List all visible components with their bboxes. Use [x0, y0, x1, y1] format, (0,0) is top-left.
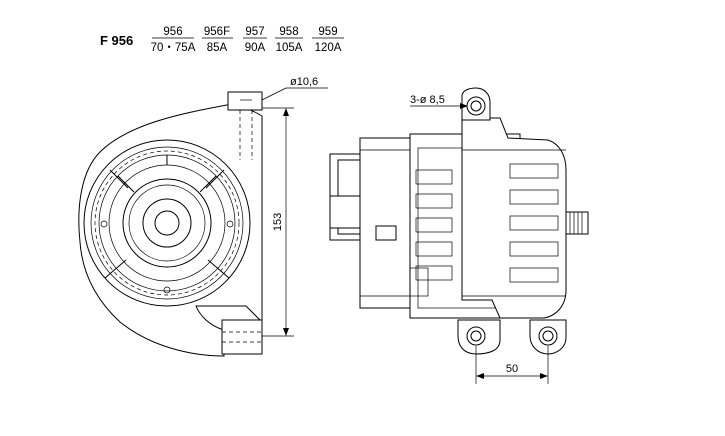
- variant-code: 959: [318, 26, 337, 38]
- dim-height-label: 153: [272, 213, 284, 231]
- dim-hole-top-label: ø10,6: [290, 76, 318, 88]
- variant-rating: 85A: [207, 42, 228, 54]
- variant-col: 956F 85A: [202, 26, 233, 54]
- dim-height: 153: [262, 107, 294, 337]
- variant-code: 956: [163, 26, 182, 38]
- dim-mount-holes: 3‑ø 8,5: [410, 94, 468, 109]
- variant-rating: 105A: [276, 42, 303, 54]
- side-view: [329, 87, 589, 355]
- variant-table: 956 70・75A 956F 85A 957 90A 958 105A 959…: [151, 26, 344, 54]
- dim-hole-spacing-label: 50: [506, 363, 518, 375]
- variant-col: 958 105A: [275, 26, 303, 54]
- front-view: [78, 91, 263, 357]
- variant-rating: 70・75A: [151, 42, 196, 54]
- variant-col: 956 70・75A: [151, 26, 196, 54]
- dim-hole-spacing: 50: [475, 346, 549, 384]
- variant-code: 958: [279, 26, 298, 38]
- variant-rating: 90A: [245, 42, 266, 54]
- variant-code: 957: [245, 26, 264, 38]
- variant-rating: 120A: [315, 42, 342, 54]
- variant-code: 956F: [204, 26, 230, 38]
- model-label: F 956: [100, 33, 133, 48]
- variant-col: 959 120A: [312, 26, 344, 54]
- variant-col: 957 90A: [243, 26, 267, 54]
- dim-mount-holes-label: 3‑ø 8,5: [410, 94, 445, 106]
- dim-hole-top: ø10,6: [261, 76, 328, 101]
